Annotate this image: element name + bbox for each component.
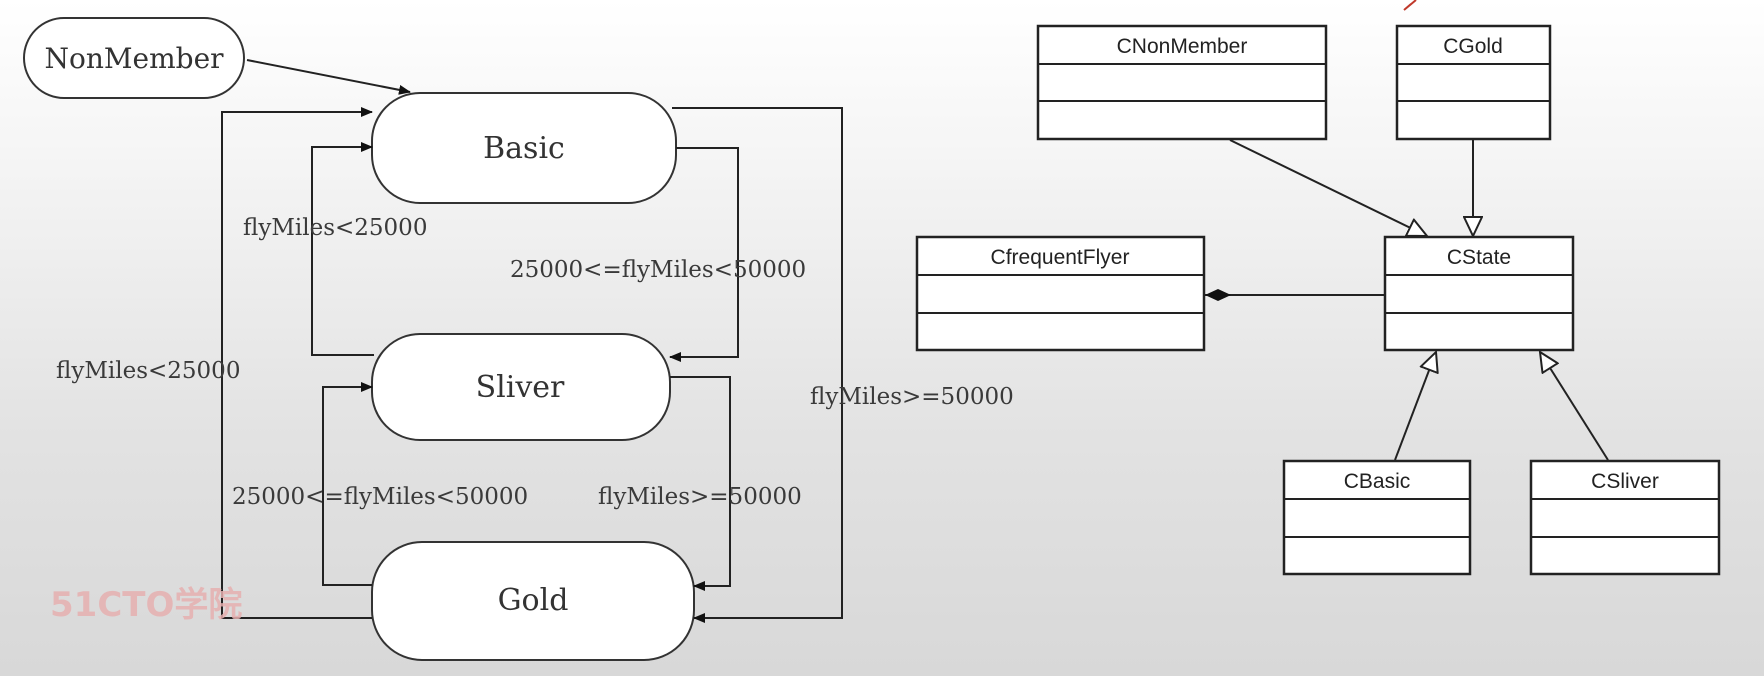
state-gold-label: Gold xyxy=(498,583,569,618)
class-cnonmember: CNonMember xyxy=(1036,24,1328,141)
state-basic: Basic xyxy=(371,92,677,204)
edge-sliver-to-gold xyxy=(670,376,731,591)
state-basic-label: Basic xyxy=(483,131,565,166)
guard-basic-to-sliver: 25000<=flyMiles<50000 xyxy=(510,257,806,283)
class-csliver: CSliver xyxy=(1529,459,1721,576)
edge-gold-to-sliver xyxy=(322,382,373,586)
class-cfrequentflyer-name: CfrequentFlyer xyxy=(991,246,1130,269)
class-cbasic-name: CBasic xyxy=(1344,470,1411,493)
state-nonmember: NonMember xyxy=(23,17,245,99)
edge-cnonmember-inherits-cstate xyxy=(1229,139,1427,236)
guard-gold-to-basic: flyMiles<25000 xyxy=(56,358,240,384)
edge-sliver-to-basic xyxy=(311,142,374,356)
class-cnonmember-name: CNonMember xyxy=(1117,35,1248,58)
class-cgold: CGold xyxy=(1395,24,1552,141)
class-cstate: CState xyxy=(1383,235,1575,352)
class-cstate-name: CState xyxy=(1447,246,1511,269)
state-gold: Gold xyxy=(371,541,695,661)
class-cfrequentflyer: CfrequentFlyer xyxy=(915,235,1206,352)
state-sliver-label: Sliver xyxy=(476,370,565,405)
state-sliver: Sliver xyxy=(371,333,671,441)
state-nonmember-label: NonMember xyxy=(44,42,224,75)
watermark-logo: 51CTO学院 xyxy=(50,585,242,625)
guard-gold-to-sliver: 25000<=flyMiles<50000 xyxy=(232,484,528,510)
edge-basic-to-gold xyxy=(672,107,843,623)
edge-basic-to-sliver xyxy=(669,147,739,362)
edge-gold-to-basic xyxy=(221,107,373,619)
guard-basic-to-gold: flyMiles>=50000 xyxy=(810,384,1014,410)
cursor-icon xyxy=(1403,0,1417,11)
edge-csliver-inherits-cstate xyxy=(1540,352,1609,461)
class-csliver-name: CSliver xyxy=(1591,470,1659,493)
edge-nonmember-to-basic xyxy=(246,59,411,95)
guard-sliver-to-basic: flyMiles<25000 xyxy=(243,215,427,241)
guard-sliver-to-gold: flyMiles>=50000 xyxy=(598,484,802,510)
class-cgold-name: CGold xyxy=(1443,35,1503,58)
edge-cbasic-inherits-cstate xyxy=(1394,352,1436,461)
class-cbasic: CBasic xyxy=(1282,459,1472,576)
